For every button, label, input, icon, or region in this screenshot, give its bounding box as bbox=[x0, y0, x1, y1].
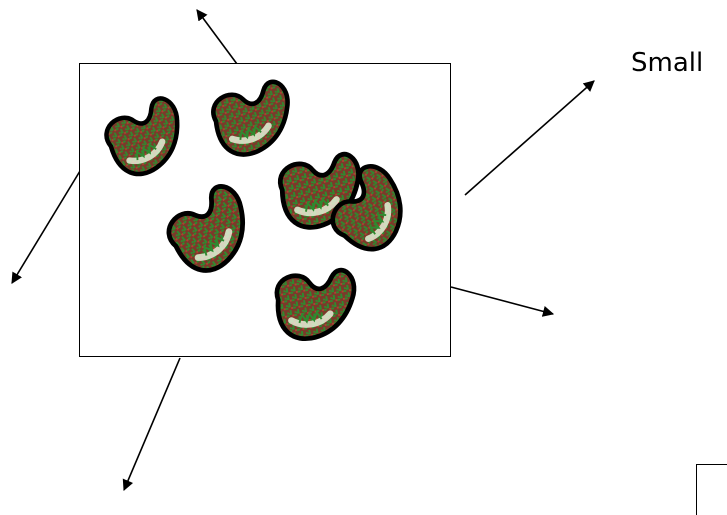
bean-6 bbox=[273, 266, 362, 343]
bean-2 bbox=[207, 76, 301, 162]
beans-illustration bbox=[80, 64, 452, 358]
bean-1 bbox=[99, 92, 195, 183]
arrow-left bbox=[11, 170, 81, 284]
answer-box bbox=[696, 464, 727, 515]
beans-picture bbox=[79, 63, 451, 357]
arrow-upper-right bbox=[464, 80, 595, 196]
bean-5 bbox=[160, 179, 264, 281]
arrow-down bbox=[122, 357, 181, 492]
arrow-right bbox=[450, 286, 555, 317]
arrow-up-left bbox=[196, 9, 238, 65]
size-label: Small bbox=[631, 48, 704, 78]
